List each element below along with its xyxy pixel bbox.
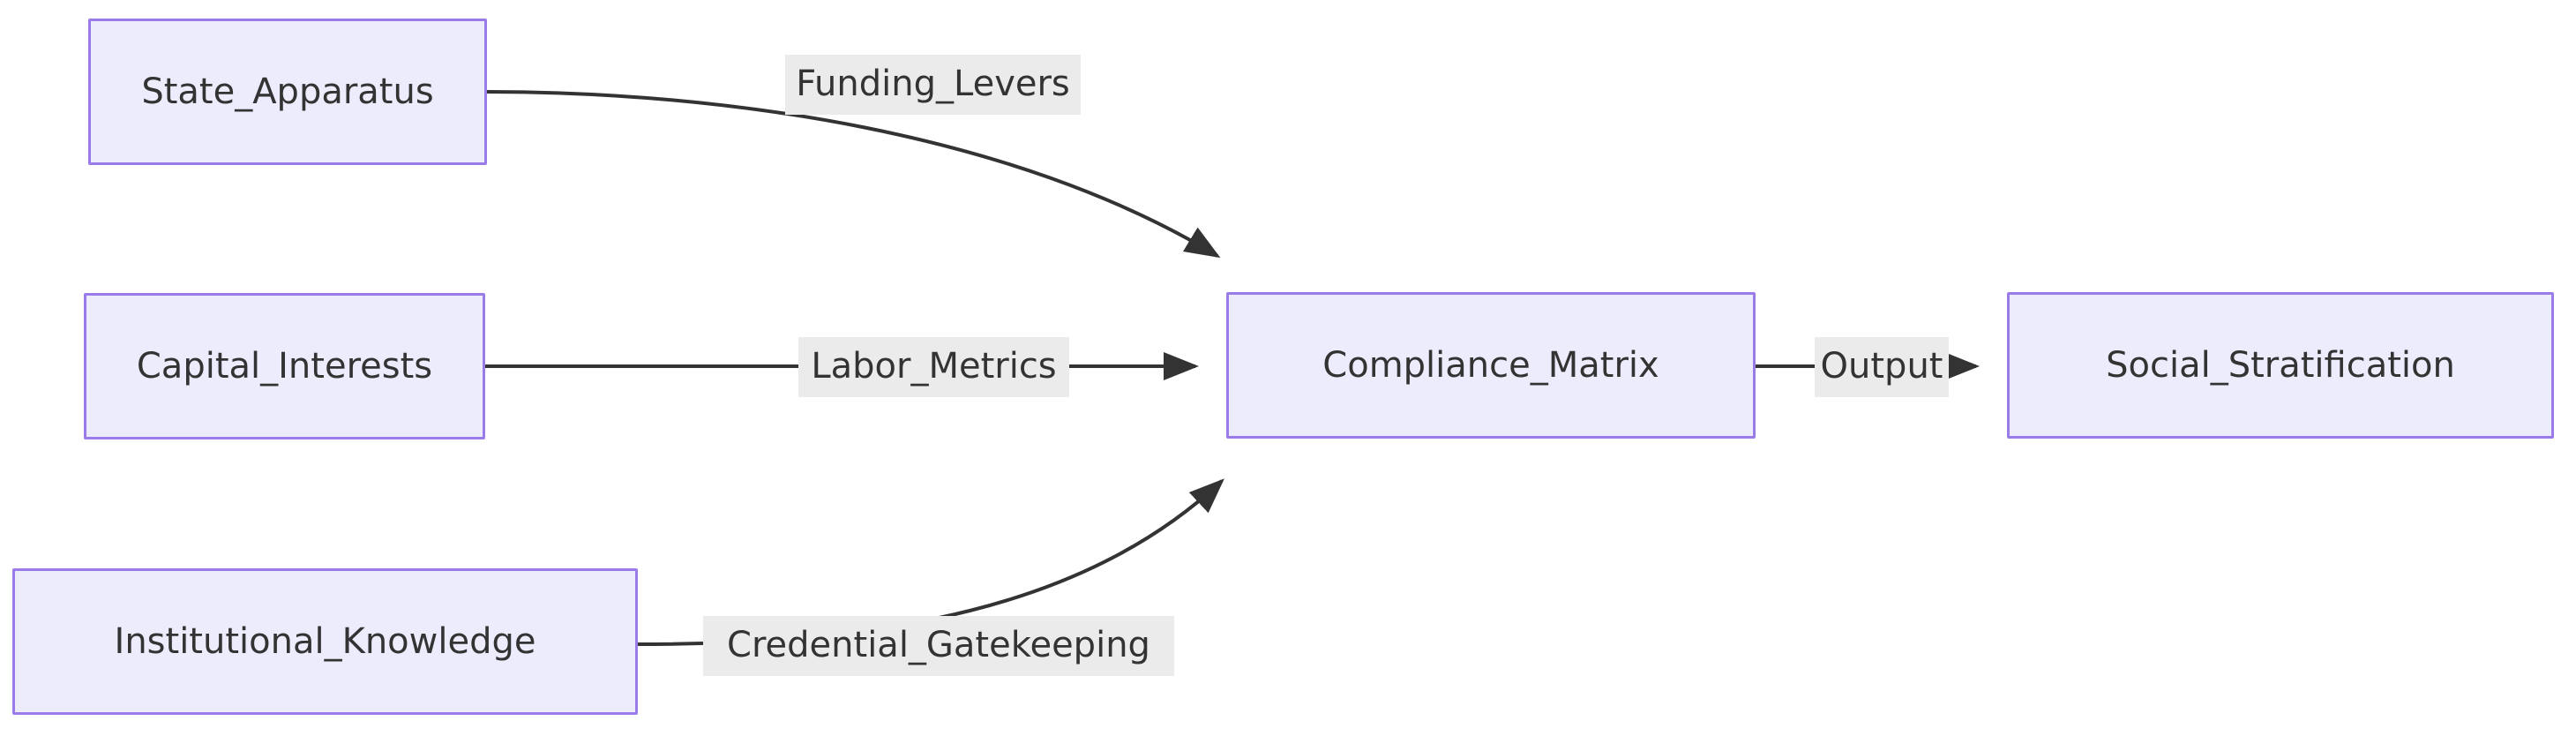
node-label-institutional-knowledge: Institutional_Knowledge — [114, 621, 536, 662]
node-institutional-knowledge[interactable]: Institutional_Knowledge — [12, 568, 638, 715]
node-label-state-apparatus: State_Apparatus — [141, 71, 434, 112]
edge-label-credential-gatekeeping: Credential_Gatekeeping — [703, 616, 1174, 676]
node-compliance-matrix[interactable]: Compliance_Matrix — [1226, 292, 1756, 439]
edge-label-output: Output — [1815, 337, 1949, 397]
node-capital-interests[interactable]: Capital_Interests — [84, 293, 485, 439]
node-label-social-stratification: Social_Stratification — [2106, 345, 2455, 386]
edge-label-labor-metrics: Labor_Metrics — [798, 337, 1069, 397]
node-label-compliance-matrix: Compliance_Matrix — [1322, 345, 1659, 386]
node-label-capital-interests: Capital_Interests — [136, 346, 433, 387]
edge-path-funding-levers — [486, 90, 1221, 259]
node-state-apparatus[interactable]: State_Apparatus — [88, 19, 487, 165]
edge-label-funding-levers: Funding_Levers — [785, 55, 1081, 115]
node-social-stratification[interactable]: Social_Stratification — [2007, 292, 2554, 439]
